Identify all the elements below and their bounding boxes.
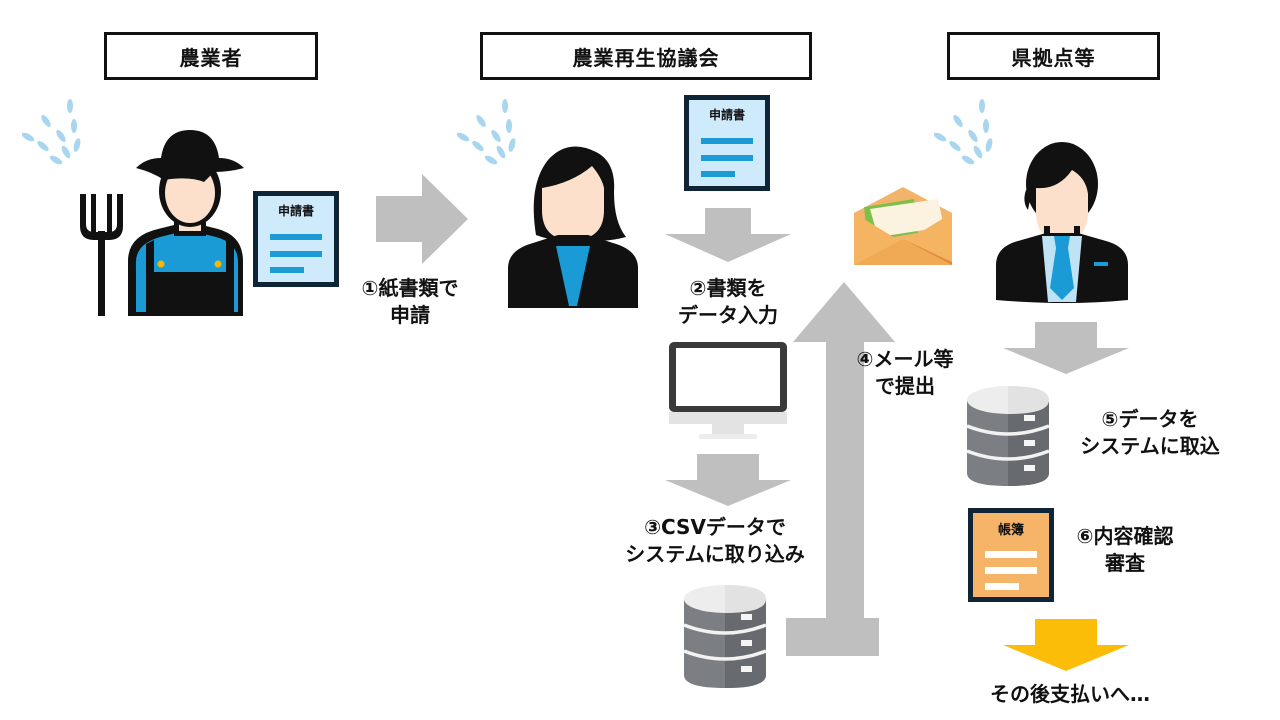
ledger-title: 帳簿	[997, 523, 1024, 538]
step-3-label: ③CSVデータで システムに取り込み	[595, 514, 835, 568]
header-farmer: 農業者	[104, 32, 318, 80]
header-council-label: 農業再生協議会	[572, 45, 720, 70]
ledger-line	[985, 583, 1019, 590]
doc-line	[701, 155, 753, 161]
farmer-icon	[80, 130, 244, 316]
ledger-line	[985, 551, 1037, 558]
application-form-doc: 申請書	[253, 191, 339, 287]
step-6-label: ⑥内容確認 審査	[1060, 523, 1190, 577]
step-1-line1: ①紙書類で	[361, 276, 459, 300]
step-2-label: ②書類を データ入力	[650, 275, 806, 329]
arrow-down-icon	[1003, 322, 1129, 374]
doc-line	[270, 251, 322, 257]
header-prefecture: 県拠点等	[947, 32, 1160, 80]
sweat-drops-icon	[933, 99, 993, 165]
step-3-line1: ③CSVデータで	[644, 515, 786, 539]
step-3-line2: システムに取り込み	[625, 542, 805, 566]
step-5-line1: ⑤データを	[1101, 407, 1199, 431]
arrow-down-icon	[665, 208, 791, 262]
sweat-drops-icon	[21, 99, 81, 165]
woman-icon	[508, 146, 638, 308]
ledger-line	[985, 567, 1037, 574]
doc-line	[270, 234, 322, 240]
step-4-label: ④メール等 で提出	[830, 346, 980, 400]
step-5-line2: システムに取込	[1080, 434, 1220, 458]
step-6-line2: 審査	[1105, 551, 1145, 575]
envelope-icon	[854, 187, 952, 265]
final-note: その後支払いへ…	[970, 681, 1170, 708]
step-2-line2: データ入力	[678, 303, 778, 327]
database-icon	[683, 585, 767, 688]
monitor-icon	[669, 342, 787, 439]
step-4-line2: で提出	[875, 374, 935, 398]
doc-line	[701, 138, 753, 144]
step-5-label: ⑤データを システムに取込	[1060, 406, 1240, 460]
final-note-text: その後支払いへ…	[990, 682, 1150, 706]
step-4-line1: ④メール等	[856, 347, 954, 371]
ledger-doc: 帳簿	[968, 508, 1054, 602]
header-council: 農業再生協議会	[480, 32, 812, 80]
step-1-line2: 申請	[390, 303, 430, 327]
application-form-doc: 申請書	[684, 95, 770, 191]
doc-line	[701, 171, 735, 177]
arrow-up-elbow-icon	[786, 282, 895, 656]
step-2-line1: ②書類を	[689, 276, 767, 300]
step-6-line1: ⑥内容確認	[1076, 524, 1174, 548]
arrow-down-yellow-icon	[1003, 619, 1129, 671]
database-icon	[966, 386, 1050, 486]
step-1-label: ①紙書類で 申請	[340, 275, 480, 329]
header-farmer-label: 農業者	[179, 45, 243, 70]
header-prefecture-label: 県拠点等	[1011, 45, 1096, 70]
doc-title: 申請書	[277, 204, 314, 218]
sweat-drops-icon	[456, 99, 516, 165]
arrow-down-icon	[665, 454, 791, 506]
doc-line	[270, 267, 304, 273]
doc-title: 申請書	[708, 108, 745, 122]
businessman-icon	[996, 142, 1128, 303]
arrow-right-icon	[376, 174, 468, 264]
